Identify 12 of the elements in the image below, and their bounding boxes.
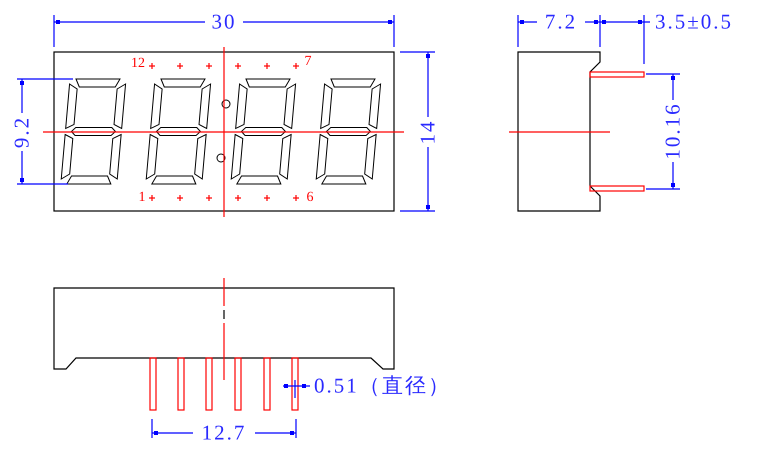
dimension-label: 10.16: [662, 102, 684, 160]
pin-number: 6: [306, 191, 314, 205]
dimension-label: 30: [212, 12, 236, 32]
pin-number: 1: [138, 191, 146, 205]
dimension-label: 14: [418, 120, 438, 144]
pin-number: 12: [131, 57, 145, 71]
pin-number: 7: [304, 55, 312, 69]
dimension-label: 7.2: [544, 12, 578, 32]
dimension-label: 0.51（直径）: [314, 376, 451, 396]
dimension-label: 12.7: [202, 422, 246, 444]
dimension-label: 9.2: [12, 116, 32, 148]
dimension-label: 3.5±0.5: [655, 12, 734, 32]
